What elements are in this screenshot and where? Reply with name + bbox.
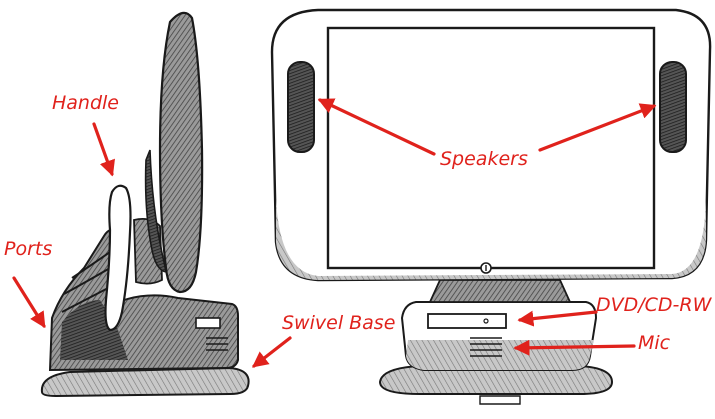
speaker-right — [659, 61, 687, 153]
side-view-computer — [40, 11, 250, 398]
speaker-left — [287, 61, 315, 153]
front-base-disc — [378, 365, 614, 395]
label-swivel-base: Swivel Base — [282, 312, 396, 334]
front-neck — [428, 279, 572, 303]
side-display — [158, 11, 204, 294]
label-dvd: DVD/CD-RW — [596, 294, 712, 316]
arrow-speakers-left — [317, 98, 436, 156]
label-handle: Handle — [52, 92, 120, 114]
mic-grille — [470, 337, 502, 357]
side-vent-lines — [206, 337, 228, 351]
arrow-ports — [12, 276, 46, 329]
arrow-handle — [92, 122, 115, 177]
side-body-dark — [60, 300, 128, 360]
arrow-dvd — [517, 310, 598, 327]
side-display-back — [144, 149, 168, 274]
handle-shape — [104, 184, 132, 332]
annotation-arrows — [12, 98, 657, 368]
label-ports: Ports — [4, 238, 53, 260]
arrow-swivel-base — [251, 336, 292, 368]
side-port-slot — [195, 317, 221, 329]
dvd-slot — [427, 313, 507, 329]
arrow-mic — [513, 339, 636, 356]
front-base-foot — [479, 395, 521, 405]
label-speakers: Speakers — [440, 148, 528, 170]
side-base-plate — [40, 366, 250, 398]
monitor-screen — [326, 26, 656, 270]
label-mic: Mic — [638, 332, 671, 354]
front-view-computer — [270, 8, 712, 405]
arrow-speakers-right — [538, 103, 657, 152]
dvd-eject-dot — [483, 318, 489, 324]
